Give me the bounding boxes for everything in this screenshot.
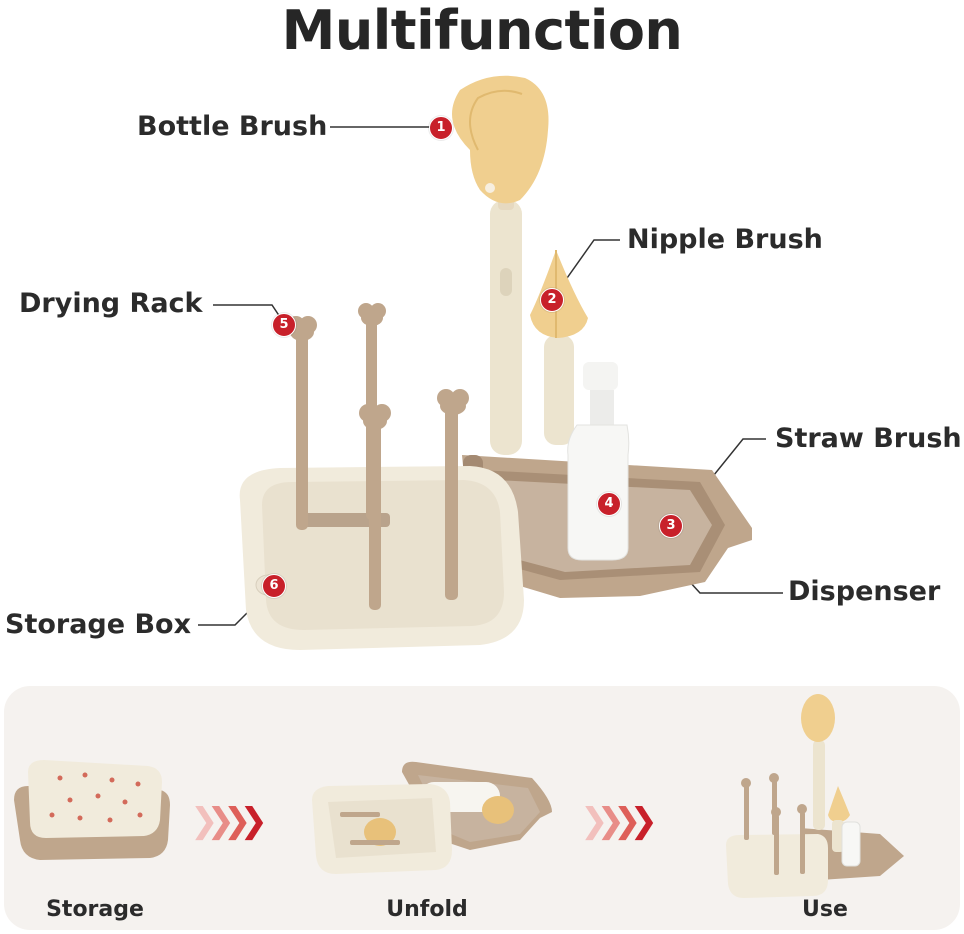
triple-chevron-right-icon: ❯❯❯❯ [580,801,658,841]
badge-dispenser: 4 [597,492,621,516]
label-bottle-brush: Bottle Brush [137,111,328,142]
dispenser-bottle [567,362,630,561]
badge-nipple-brush: 2 [540,288,564,312]
product-illustration [198,75,783,650]
label-nipple-brush: Nipple Brush [627,224,823,255]
label-dispenser: Dispenser [788,576,941,607]
badge-bottle-brush: 1 [429,116,453,140]
page-title: Multifunction [281,0,683,62]
badge-drying-rack: 5 [272,313,296,337]
step-label-storage: Storage [46,897,144,922]
badge-straw-brush: 3 [659,514,683,538]
triple-chevron-right-icon: ❯❯❯❯ [190,801,268,841]
label-drying-rack: Drying Rack [19,288,203,319]
nipple-brush [530,250,588,445]
bottle-brush [452,75,549,455]
label-straw-brush: Straw Brush [775,423,962,454]
left-storage-box [239,466,524,650]
badge-storage-box: 6 [262,574,286,598]
drying-rack-pegs [287,303,469,610]
step-label-unfold: Unfold [386,897,468,922]
steps-panel [4,686,960,930]
label-storage-box: Storage Box [5,609,192,640]
step-label-use: Use [802,897,848,922]
